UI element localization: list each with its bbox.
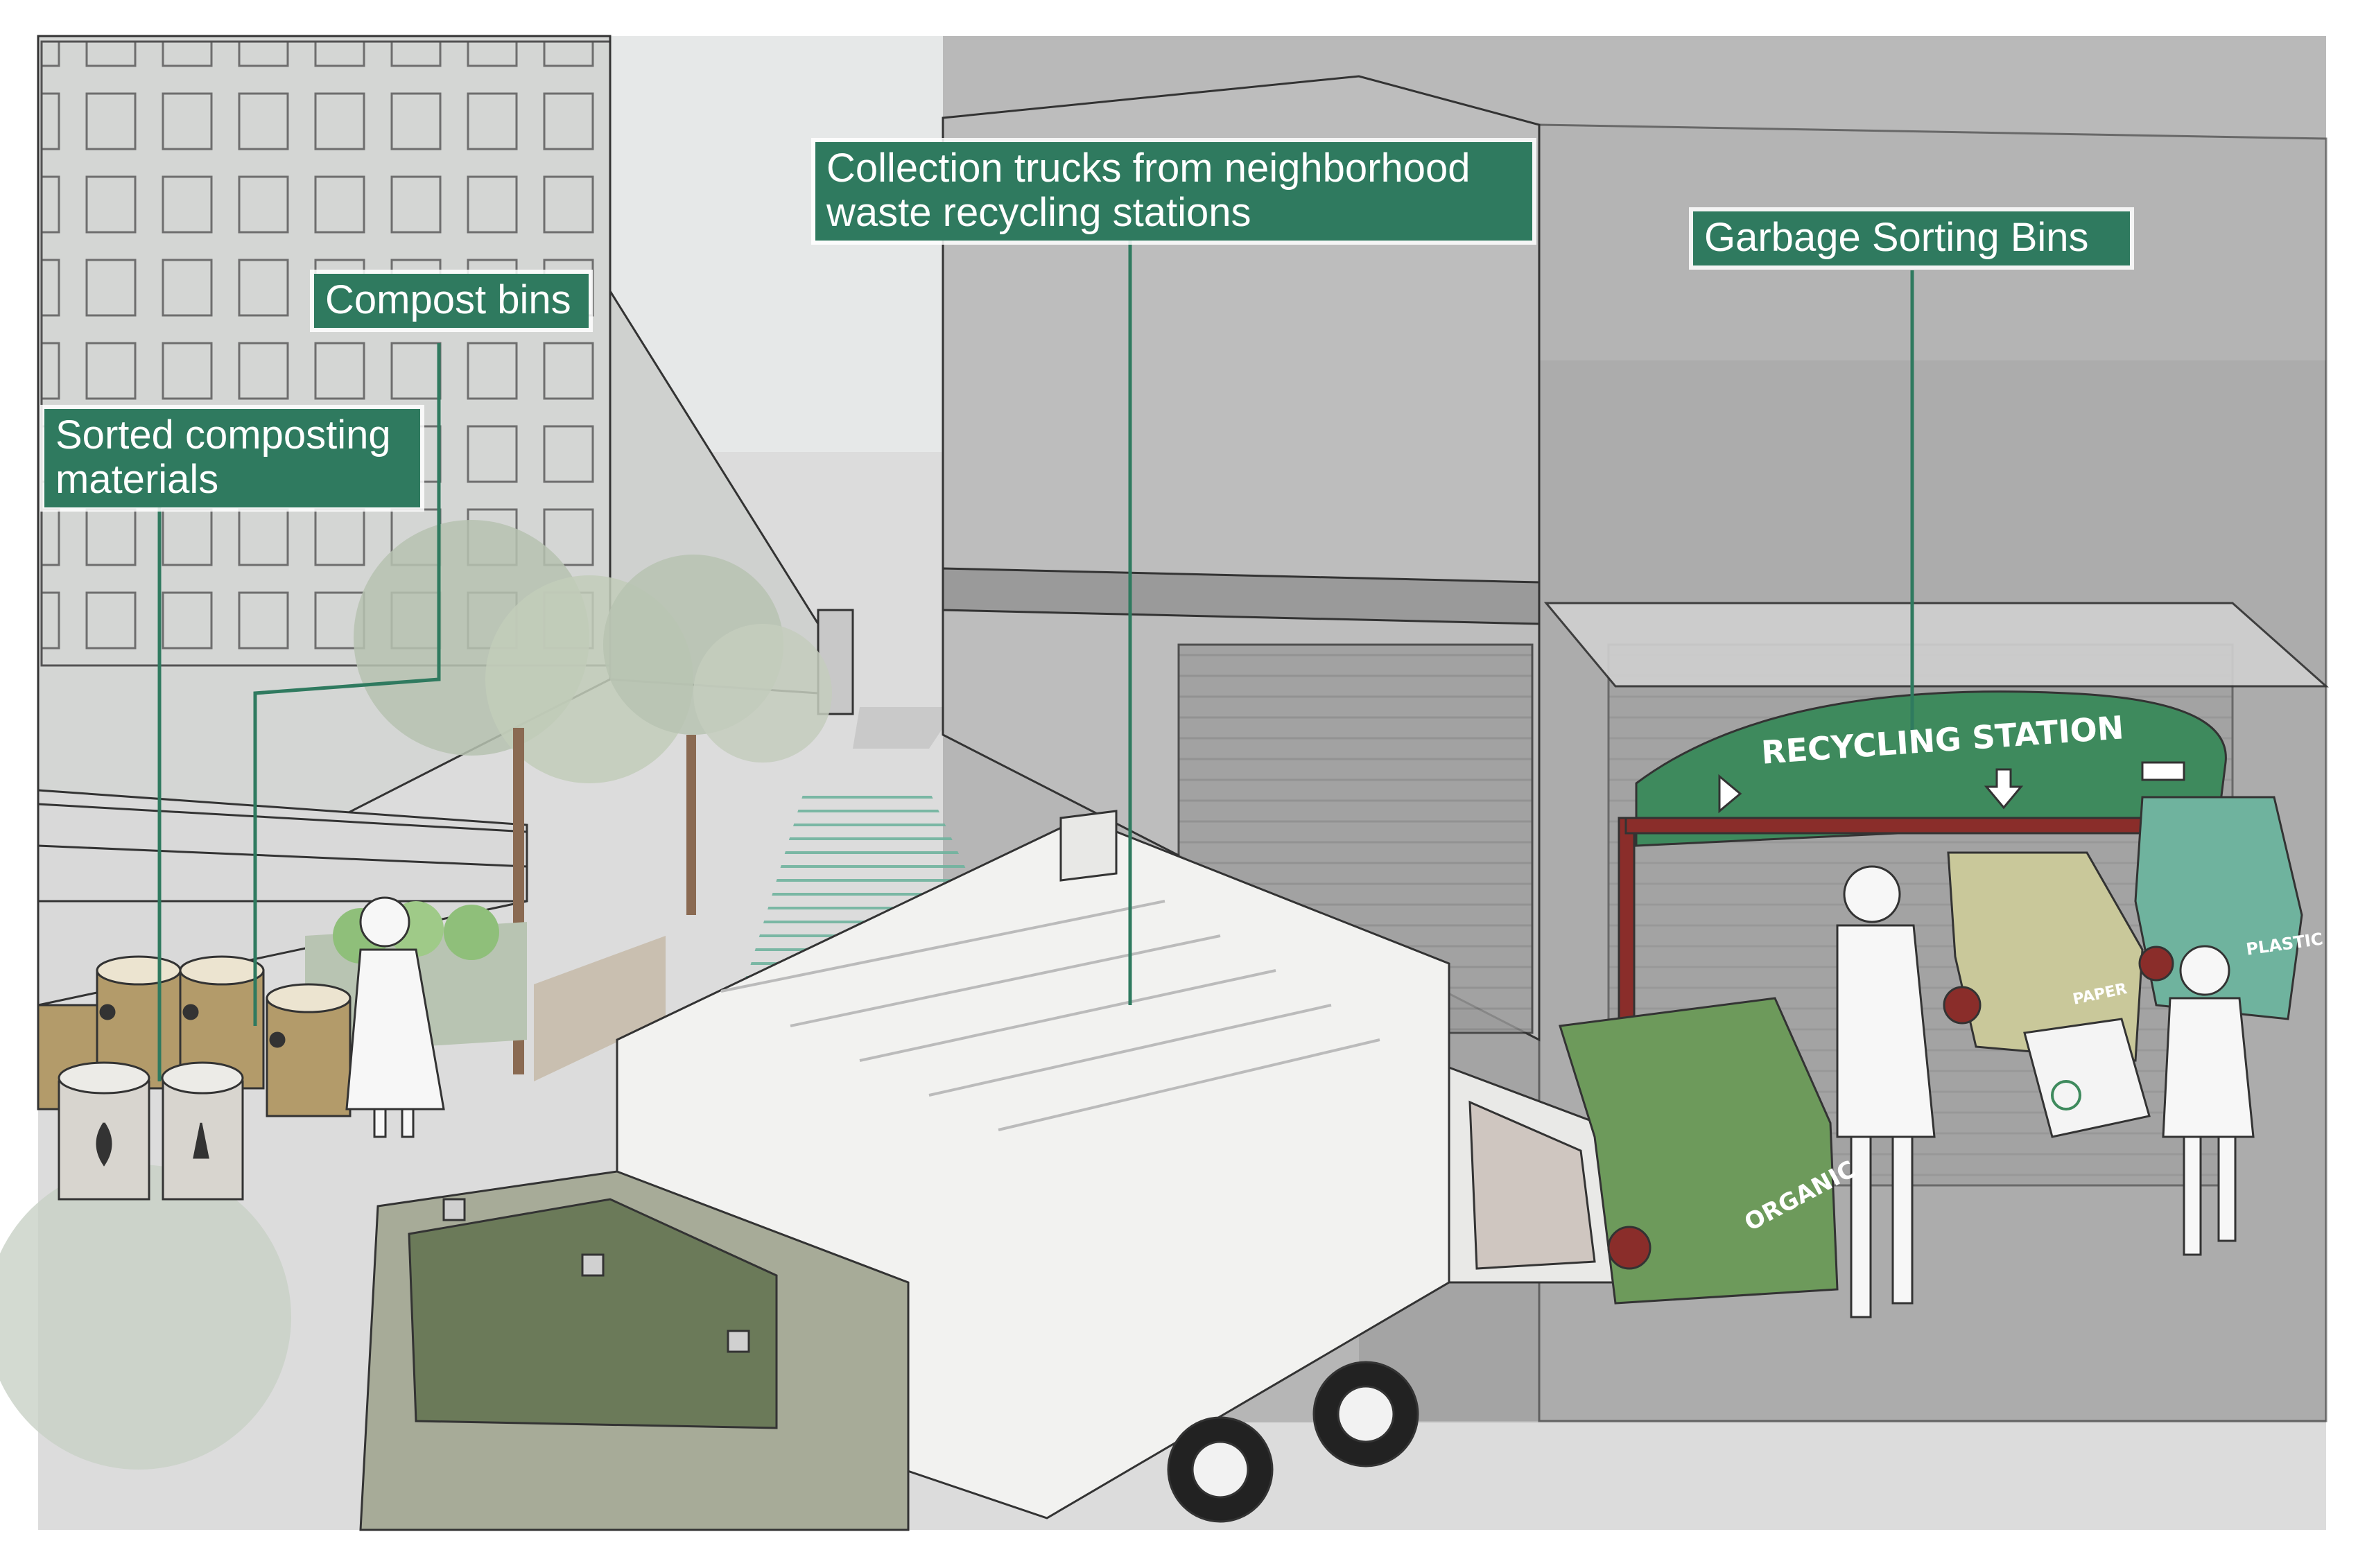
garbage-truck <box>359 810 1617 1531</box>
woman-figure <box>345 896 445 1138</box>
bottle-icon <box>2141 761 2185 781</box>
recycle-box <box>2023 1018 2151 1138</box>
label-collection-trucks: Collection trucks from neighborhood wast… <box>815 142 1532 241</box>
label-garbage-sorting-bins: Garbage Sorting Bins <box>1693 211 2130 265</box>
bottle-icon <box>193 1122 209 1159</box>
leader-line-compost <box>253 343 441 1026</box>
paper-bin <box>1947 851 2144 1062</box>
sorting-bins <box>1559 796 2303 1305</box>
leaf-icon <box>96 1122 112 1167</box>
workers <box>1836 865 2255 1318</box>
label-sorted-composting-materials: Sorted composting materials <box>44 409 420 507</box>
station-sign-board <box>1635 690 2227 847</box>
leaf-icon <box>1718 774 1742 814</box>
street-trees <box>0 520 832 1470</box>
recycle-icon <box>2051 1080 2081 1110</box>
arrow-down-icon <box>1984 768 2024 810</box>
sorted-material-bins <box>58 1061 244 1201</box>
leader-lines <box>157 236 1914 1081</box>
plastic-bin <box>2134 796 2303 1020</box>
label-compost-bins: Compost bins <box>314 274 589 328</box>
